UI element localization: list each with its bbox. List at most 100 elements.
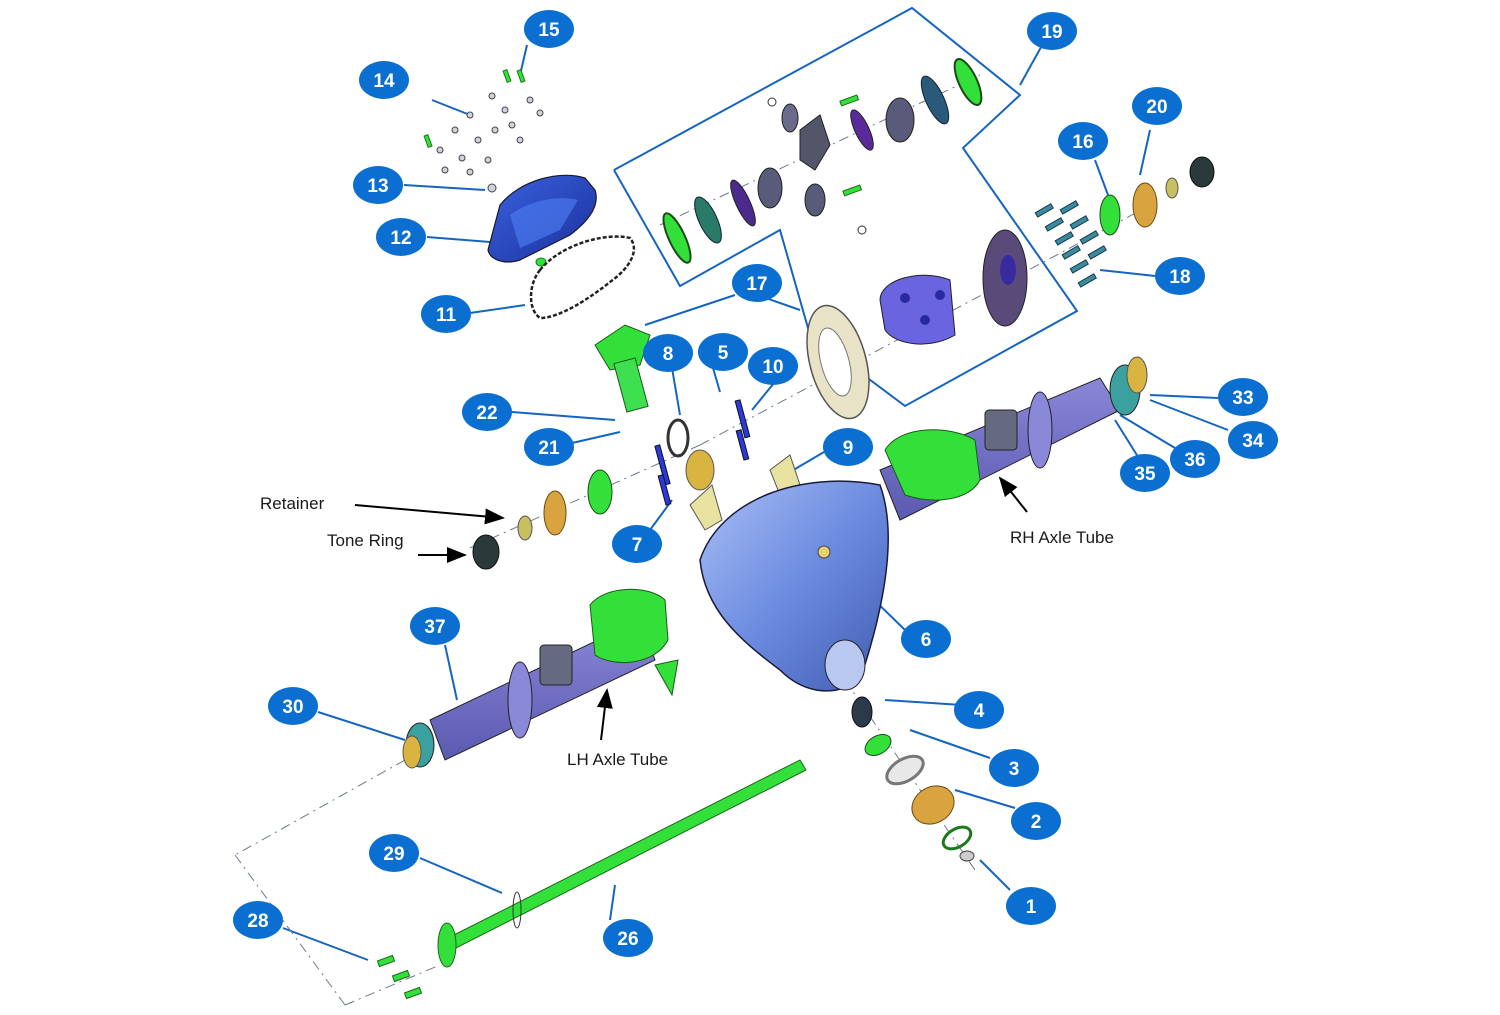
callout-number: 20 [1146,97,1167,118]
cover-bolts [436,92,544,193]
callout-number: 29 [383,844,404,865]
callout-number: 35 [1134,464,1156,485]
callout-bubble [901,620,951,658]
callout-number: 7 [632,535,643,556]
callout-bubble [359,61,409,99]
callout-bubble [524,10,574,48]
callout-bubble [1170,440,1220,478]
callout-29: 29 [369,834,419,872]
callout-bubble [698,333,748,371]
callout-37: 37 [410,607,460,645]
callout-20: 20 [1132,87,1182,125]
callout-13: 13 [353,166,403,204]
green-studs [423,69,526,148]
callout-30: 30 [268,687,318,725]
callout-number: 2 [1031,812,1042,833]
callout-number: 1 [1026,897,1037,918]
callout-number: 9 [843,438,854,459]
callout-number: 13 [367,176,388,197]
callout-16: 16 [1058,122,1108,160]
callout-11: 11 [421,295,471,333]
axle-shaft [437,759,807,968]
callout-number: 28 [247,911,268,932]
callout-number: 6 [921,630,932,651]
callout-number: 19 [1041,22,1062,43]
callout-22: 22 [462,393,512,431]
callout-bubble [233,901,283,939]
callout-8: 8 [643,334,693,372]
label-arrows [354,476,1028,741]
callout-number: 17 [746,274,767,295]
upper-right-bearings [1099,156,1215,236]
cover-gasket [529,235,636,320]
callout-bubble [1132,87,1182,125]
callout-bubble [612,525,662,563]
callout-number: 34 [1242,431,1264,452]
callout-35: 35 [1120,454,1170,492]
callout-34: 34 [1228,421,1278,459]
callout-36: 36 [1170,440,1220,478]
callout-bubble [1027,12,1077,50]
callout-bubble [376,218,426,256]
callout-bubble [1120,454,1170,492]
callout-number: 5 [718,343,729,364]
differential-internals [662,58,1028,345]
callout-5: 5 [698,333,748,371]
callout-12: 12 [376,218,426,256]
callout-1: 1 [1006,887,1056,925]
callout-bubble [823,428,873,466]
callout-2: 2 [1011,802,1061,840]
callout-number: 30 [282,697,303,718]
callout-bubble [1011,802,1061,840]
callout-bubble [462,393,512,431]
callout-21: 21 [524,428,574,466]
label-retainer: Retainer [260,494,325,513]
callout-6: 6 [901,620,951,658]
callout-3: 3 [989,749,1039,787]
callout-26: 26 [603,919,653,957]
callout-bubble [410,607,460,645]
callout-bubble [1058,122,1108,160]
callout-bubble [369,834,419,872]
callout-bubble [732,264,782,302]
callout-bubble [748,347,798,385]
callout-10: 10 [748,347,798,385]
label-lh-axle-tube: LH Axle Tube [567,750,668,769]
callout-number: 12 [390,228,411,249]
callout-bubble [1218,378,1268,416]
ring-gear-bolts [1034,200,1107,288]
callout-15: 15 [524,10,574,48]
callout-bubble [1228,421,1278,459]
leader-lines [282,6,1229,961]
callout-bubble [268,687,318,725]
callout-number: 8 [663,344,674,365]
callout-bubble [643,334,693,372]
callout-number: 16 [1072,132,1093,153]
callout-number: 37 [424,617,445,638]
ring-gear [806,304,870,420]
callout-number: 4 [974,701,985,722]
group-19-bracket [613,6,1079,408]
callout-number: 18 [1169,267,1190,288]
pinion-bearing-parts [472,399,801,570]
callout-19: 19 [1027,12,1077,50]
callout-number: 26 [617,929,638,950]
callout-bubble [421,295,471,333]
label-tone-ring: Tone Ring [327,531,404,550]
callout-number: 36 [1184,450,1205,471]
callout-bubble [1155,257,1205,295]
callout-28: 28 [233,901,283,939]
axle-housing [402,356,1148,769]
callout-14: 14 [359,61,409,99]
callout-9: 9 [823,428,873,466]
callout-bubble [989,749,1039,787]
callout-4: 4 [954,691,1004,729]
callout-bubble [954,691,1004,729]
callout-number: 22 [476,403,497,424]
callout-7: 7 [612,525,662,563]
callout-number: 33 [1232,388,1253,409]
wheel-studs [376,954,423,1000]
label-rh-axle-tube: RH Axle Tube [1010,528,1114,547]
